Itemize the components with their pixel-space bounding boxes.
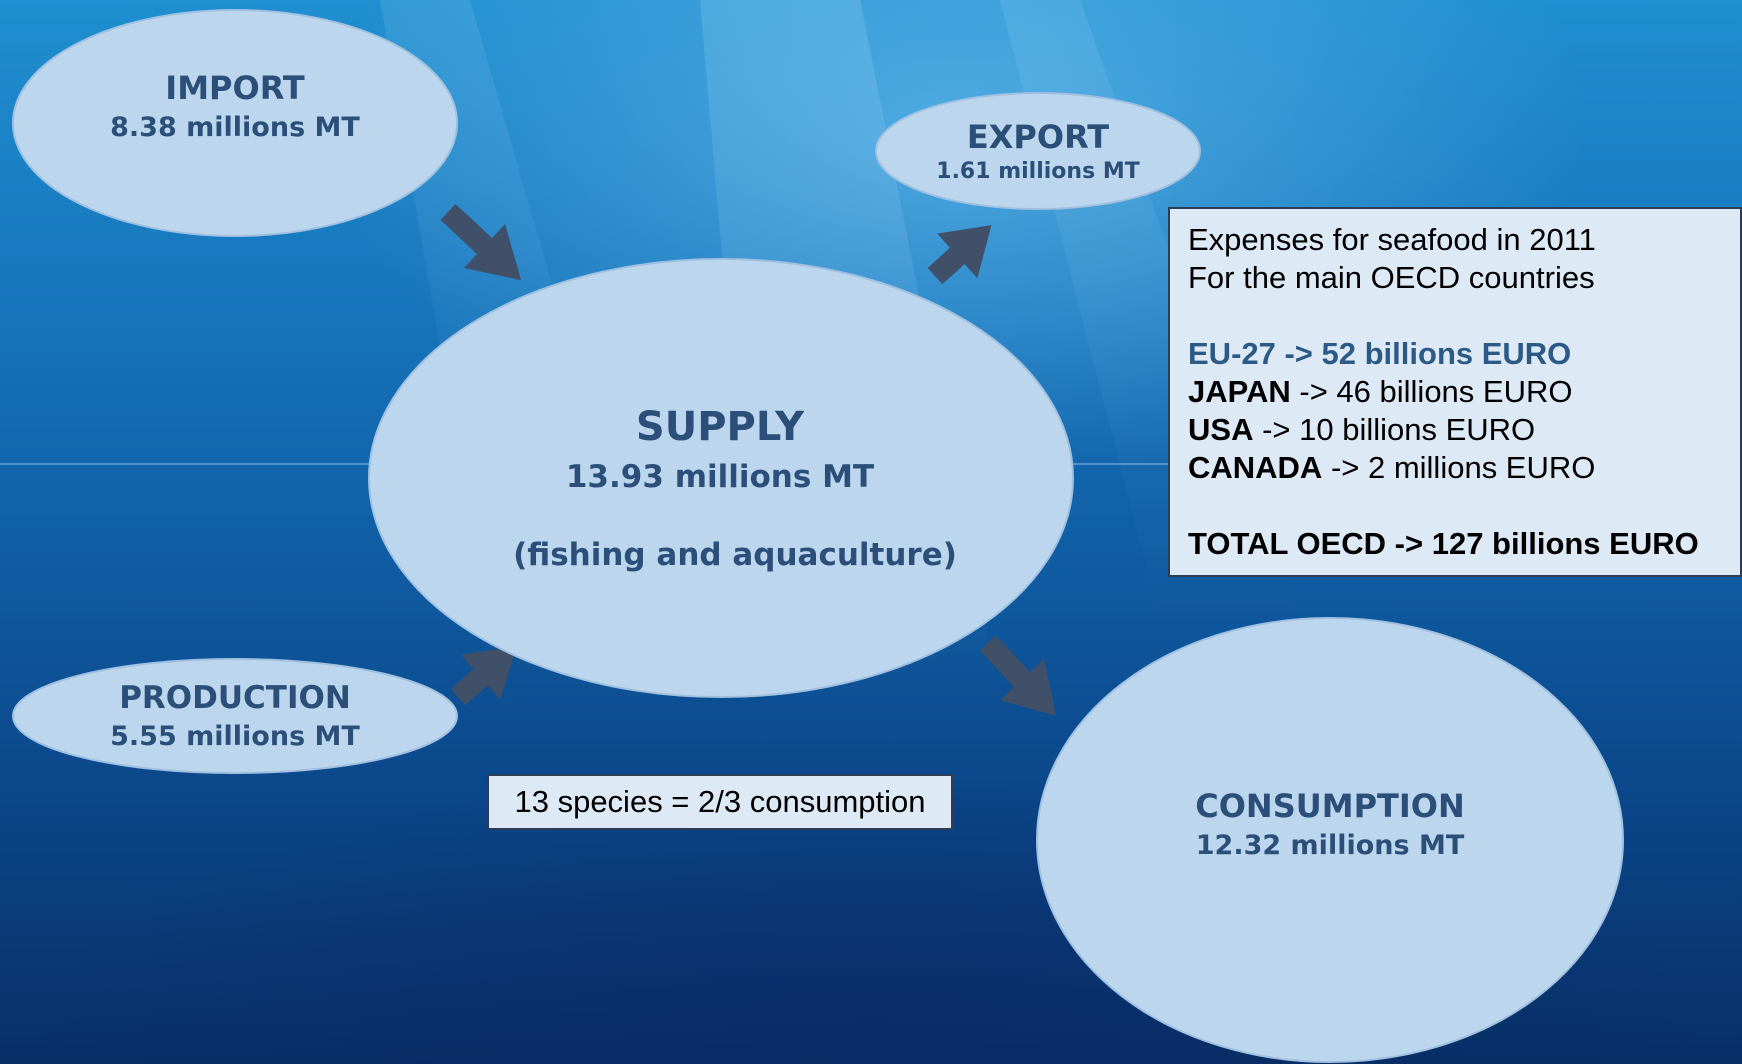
- export-node: [875, 92, 1201, 210]
- export-title: EXPORT: [966, 118, 1110, 156]
- production-title: PRODUCTION: [119, 680, 351, 716]
- arrow-supply-to-consumption: [979, 635, 1057, 717]
- expenses-heading: Expenses for seafood in 2011: [1188, 222, 1596, 257]
- expense-amount: -> 46 billions EURO: [1290, 374, 1573, 409]
- expenses-info-box: Expenses for seafood in 2011 For the mai…: [1168, 207, 1742, 577]
- export-label: EXPORT 1.61 millions MT: [908, 117, 1168, 187]
- expense-region: USA: [1188, 412, 1254, 447]
- expense-row-canada: CANADA -> 2 millions EURO: [1188, 449, 1722, 487]
- supply-value: 13.93 millions MT: [565, 459, 875, 495]
- import-label: IMPORT 8.38 millions MT: [85, 68, 385, 148]
- import-value: 8.38 millions MT: [110, 112, 360, 143]
- import-node: [12, 9, 458, 237]
- consumption-node: [1036, 617, 1624, 1063]
- arrow-import-to-supply: [440, 203, 522, 281]
- expenses-subheading: For the main OECD countries: [1188, 260, 1595, 295]
- export-value: 1.61 millions MT: [936, 159, 1140, 184]
- consumption-title: CONSUMPTION: [1195, 787, 1465, 825]
- expense-region: JAPAN: [1188, 374, 1291, 409]
- expense-row-japan: JAPAN -> 46 billions EURO: [1188, 373, 1722, 411]
- expense-region: CANADA: [1188, 450, 1323, 485]
- consumption-label: CONSUMPTION 12.32 millions MT: [1180, 786, 1480, 866]
- expenses-total: TOTAL OECD -> 127 billions EURO: [1188, 526, 1699, 561]
- supply-node: [368, 258, 1074, 698]
- production-node: [12, 658, 458, 774]
- consumption-value: 12.32 millions MT: [1195, 830, 1465, 861]
- production-value: 5.55 millions MT: [110, 721, 360, 752]
- expense-row-usa: USA -> 10 billions EURO: [1188, 411, 1722, 449]
- production-label: PRODUCTION 5.55 millions MT: [85, 678, 385, 756]
- arrow-production-to-supply: [450, 645, 517, 706]
- expense-row-eu27: EU-27 -> 52 billions EURO: [1188, 336, 1572, 371]
- supply-title: SUPPLY: [635, 404, 805, 450]
- import-title: IMPORT: [165, 69, 305, 107]
- expense-amount: -> 2 millions EURO: [1322, 450, 1596, 485]
- expense-amount: -> 10 billions EURO: [1253, 412, 1536, 447]
- arrow-supply-to-export: [927, 225, 992, 285]
- supply-label: SUPPLY 13.93 millions MT: [520, 402, 920, 502]
- supply-note: (fishing and aquaculture): [513, 537, 957, 573]
- species-note-box: 13 species = 2/3 consumption: [487, 774, 953, 830]
